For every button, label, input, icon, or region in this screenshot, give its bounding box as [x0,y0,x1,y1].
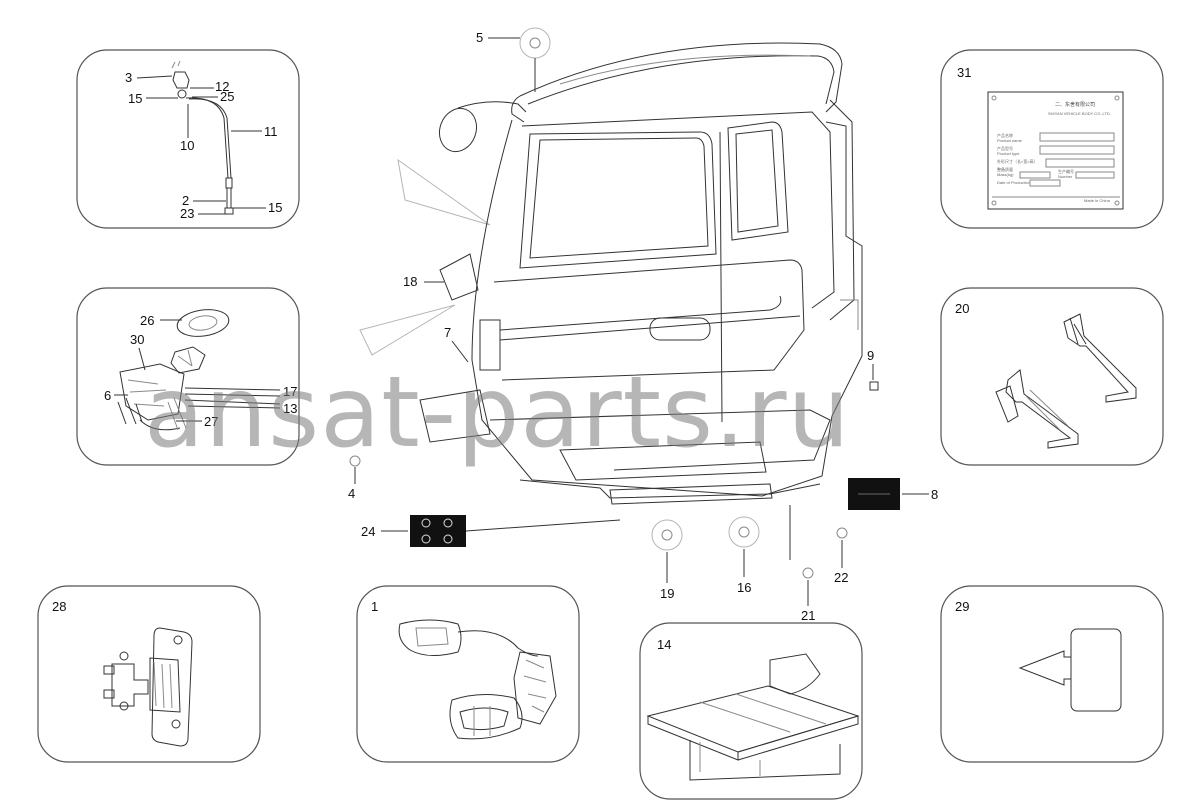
nameplate-drawing: 二、东舍有限公司 SHIYAN VEHICLE BODY CO.,LTD. 产品… [987,91,1124,210]
callout-27: 27 [204,414,218,429]
callout-26: 26 [140,313,154,328]
panel-lock-assembly: 26 30 6 27 17 13 [76,287,300,466]
callout-30: 30 [130,332,144,347]
round-part-19 [651,519,683,551]
step-cover-drawing [646,653,860,781]
callout-1: 1 [371,599,378,614]
callout-6: 6 [104,388,111,403]
panel-cable-assembly: 3 12 25 15 10 11 2 23 15 [76,49,300,229]
cable-drawing [171,60,234,215]
bracket-drawing [995,313,1137,449]
callout-31: 31 [957,65,971,80]
panel-door-handle: 1 [356,585,580,763]
nameplate-company-en: SHIYAN VEHICLE BODY CO.,LTD. [1048,111,1111,116]
callout-19: 19 [660,586,674,601]
callout-28: 28 [52,599,66,614]
callout-24: 24 [361,524,375,539]
nameplate-company-cn: 二、东舍有限公司 [1055,101,1095,108]
callout-20: 20 [955,301,969,316]
nameplate-row5-en: Number [1058,174,1073,179]
callout-12: 12 [215,79,229,94]
cab-door-drawing [419,42,863,505]
callout-7: 7 [444,325,451,340]
callout-4: 4 [348,486,355,501]
callout-10: 10 [180,138,194,153]
callout-5: 5 [476,30,483,45]
callout-8: 8 [931,487,938,502]
nameplate-row4-en: Mass(kg) [997,172,1014,177]
callout-15-top: 15 [128,91,142,106]
nameplate-row2-cn: 产品型号 [997,145,1013,151]
panel-bumper: 29 [940,585,1164,763]
round-part-22 [836,527,848,539]
panel-brackets: 20 [940,287,1164,466]
nameplate-row5-cn: 生产编号 [1058,168,1074,174]
callout-3: 3 [125,70,132,85]
decorative-rays [359,158,491,356]
nameplate-row4-cn: 整备质量 [997,166,1013,172]
clip-part-9 [869,381,879,391]
round-part-4 [349,455,361,467]
round-part-5 [519,27,551,59]
label-plate-24 [410,515,466,547]
watermark-text: ansat-parts.ru [144,356,851,470]
callout-25: 25 [220,89,234,104]
callout-11: 11 [264,124,278,139]
nameplate-row2-en: Product type [997,151,1020,156]
label-plate-8 [848,478,900,510]
nameplate-row1-cn: 产品名称 [997,132,1013,138]
panel-hinge: 28 [37,585,261,763]
door-handle-drawing [398,619,557,740]
nameplate-footer: Made in China [1084,198,1111,203]
callout-22: 22 [834,570,848,585]
callout-16: 16 [737,580,751,595]
callout-15-bottom: 15 [268,200,282,215]
round-part-16 [728,516,760,548]
callout-2: 2 [182,193,189,208]
callout-13: 13 [283,401,297,416]
nameplate-row1-en: Product name [997,138,1023,143]
panel-nameplate: 二、东舍有限公司 SHIYAN VEHICLE BODY CO.,LTD. 产品… [940,49,1164,229]
panel-step-cover: 14 [639,622,863,800]
callout-9: 9 [867,348,874,363]
lock-drawing [117,309,281,431]
bumper-drawing [1018,628,1122,712]
callout-17: 17 [283,384,297,399]
callout-29: 29 [955,599,969,614]
callout-14: 14 [657,637,671,652]
callout-23: 23 [180,206,194,221]
callout-18: 18 [403,274,417,289]
nameplate-row6-en: Date of Production [997,180,1030,185]
nameplate-row3-cn: 外形尺寸（长×宽×高） [997,158,1038,164]
hinge-drawing [103,627,193,747]
round-part-21 [802,567,814,579]
callout-21: 21 [801,608,815,623]
